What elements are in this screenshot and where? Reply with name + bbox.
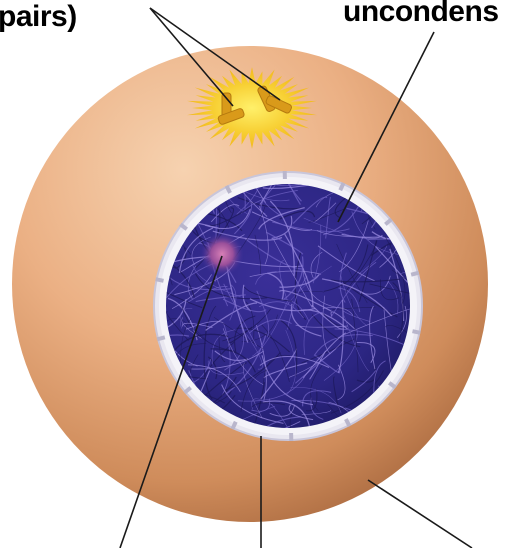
nucleolus [200,232,244,276]
label-top-right: uncondens [343,0,499,27]
leader-line-plasma-membrane [368,480,472,548]
label-top-left: pairs) [0,2,77,32]
nuclear-pore [283,171,287,179]
nuclear-pore [289,433,293,441]
